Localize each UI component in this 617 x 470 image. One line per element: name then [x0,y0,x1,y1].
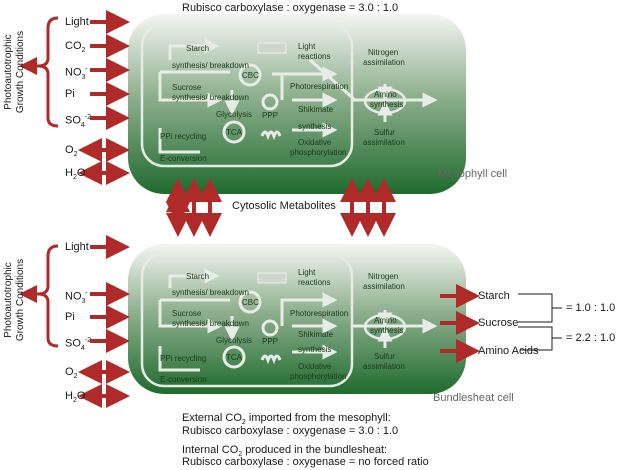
m-nitrogen: Nitrogen [368,48,399,57]
m-glycolysis: Glycolysis [216,110,253,119]
input-light: Light [65,16,89,28]
m-sucrose: Sucrose [172,83,202,92]
b-e-conversion: E-conversion [160,375,207,384]
cytosolic-label: Cytosolic Metabolites [232,200,336,212]
b-sucrose: Sucrose [172,309,202,318]
bundlesheath-decor [222,272,407,369]
b-nitrogen: Nitrogen [368,272,399,281]
mesophyll-cell-name: Mesophyll cell [438,168,508,180]
b-phosphorylation: phosphorylation [290,372,347,381]
bundlesheath-input-arrows [78,235,130,408]
b-shikimate: Shikimate [298,330,334,339]
growth-brace-arrows [19,57,40,303]
bottom-line-4: Rubisco carboxylase : oxygenase = no for… [182,456,429,468]
output-sucrose: Sucrose [478,317,519,329]
m-amino: Amino [374,90,397,99]
m-ppi: PPi recycling [160,132,207,141]
bs-input-light: Light [65,241,89,253]
m-tca: TCA [226,128,242,137]
input-pi: Pi [65,88,75,100]
b-cbc: CBC [242,298,259,307]
bidir-o2: O2 [65,144,78,159]
m-ppp: PPP [262,111,279,120]
b-synthesis: synthesis [298,345,332,354]
b-light: Light [298,268,316,277]
bs-input-pi: Pi [65,311,75,323]
bs-input-no3: NO3- [65,290,88,305]
m-sulfur: Sulfur [374,128,395,137]
bs-bidir-o2: O2 [65,366,78,381]
b-ppi: PPi recycling [160,354,207,363]
m-starch-sb: synthesis/ breakdown [172,61,249,70]
b-sucrose-sb: synthesis/ breakdown [172,319,249,328]
b-amino-synthesis: synthesis [370,326,404,335]
ratio-brackets [518,293,562,351]
bidir-h2o: H2O [65,167,86,182]
bottom-line-2: Rubisco carboxylase : oxygenase = 3.0 : … [182,425,399,437]
bottom-line-3: Internal CO2 produced in the bundlesheat… [182,444,388,459]
ratio-starch-sucrose: = 1.0 : 1.0 [566,302,616,314]
m-cbc: CBC [242,71,259,80]
output-arrows [440,284,480,363]
m-phosphorylation: phosphorylation [290,148,347,157]
top-ratio-text: Rubisco carboxylase : oxygenase = 3.0 : … [182,2,399,14]
m-photorespiration: Photorespiration [290,82,349,91]
output-amino-acids: Amino Acids [478,345,539,357]
b-starch: Starch [186,272,210,281]
input-co2: CO2 [65,40,86,55]
ratio-sucrose-amino: = 2.2 : 1.0 [566,332,616,344]
b-photorespiration: Photorespiration [290,309,349,318]
b-assimilation: assimilation [363,282,405,291]
m-synthesis: synthesis [298,122,332,131]
bs-input-so4: SO4-2 [65,337,92,352]
cytosolic-exchange-arrows [166,178,396,237]
b-sulfur-assim: assimilation [363,362,405,371]
b-oxidative: Oxidative [298,362,332,371]
b-amino: Amino [374,316,397,325]
b-sulfur: Sulfur [374,352,395,361]
b-glycolysis: Glycolysis [216,336,253,345]
bottom-line-1: External CO2 imported from the mesophyll… [182,412,391,427]
m-light: Light [298,42,316,51]
bundlesheath-cell-name: Bundlesheat cell [433,392,514,404]
b-reactions: reactions [298,278,331,287]
b-tca: TCA [226,353,242,362]
m-amino-synthesis: synthesis [370,100,404,109]
m-reactions: reactions [298,52,331,61]
b-starch-sb: synthesis/ breakdown [172,288,249,297]
m-sulfur-assim: assimilation [363,138,405,147]
bs-bidir-h2o: H2O [65,390,86,405]
b-ppp: PPP [262,337,279,346]
m-assimilation: assimilation [363,58,405,67]
m-shikimate: Shikimate [298,105,334,114]
input-no3: NO3- [65,66,88,81]
m-sucrose-sb: synthesis/ breakdown [172,93,249,102]
mesophyll-cell [128,14,466,194]
input-so4: SO4-2 [65,114,92,129]
m-starch: Starch [186,44,210,53]
growth-brace [37,16,59,348]
m-oxidative: Oxidative [298,138,332,147]
mesophyll-decor [222,42,407,144]
mesophyll-input-arrows [78,10,130,185]
m-e-conversion: E-conversion [160,154,207,163]
output-starch: Starch [478,290,510,302]
bundlesheath-internal-arrows [158,268,438,372]
